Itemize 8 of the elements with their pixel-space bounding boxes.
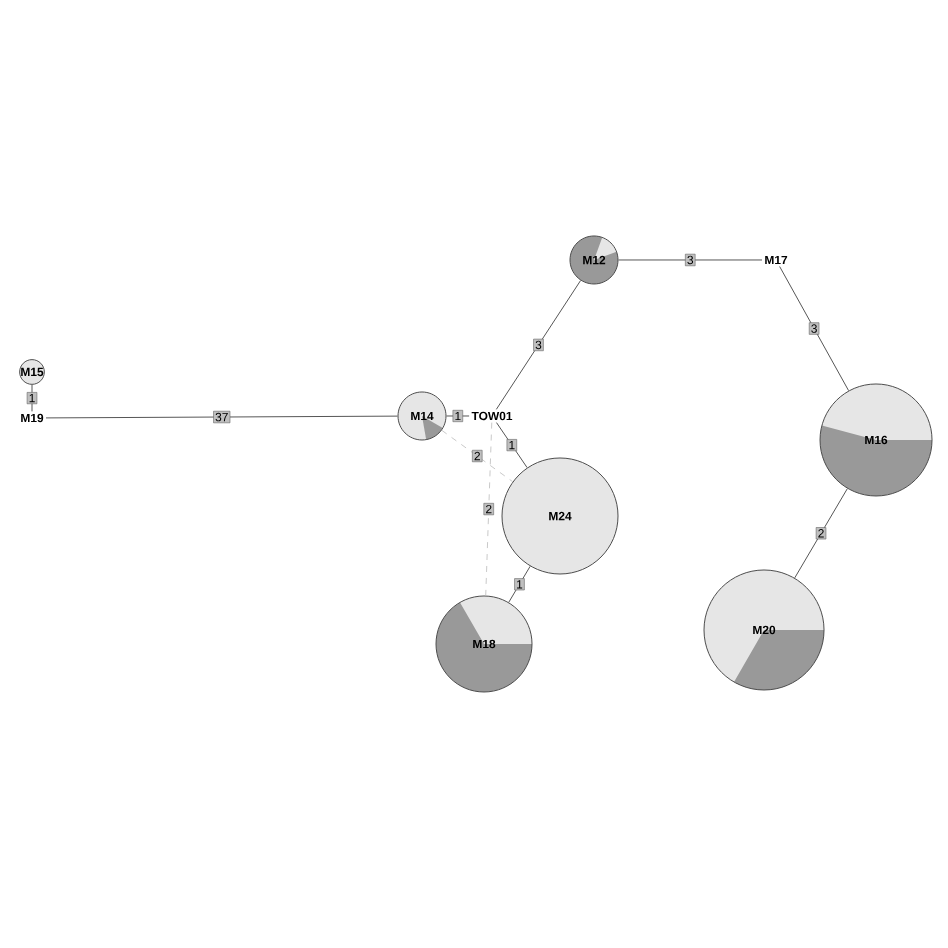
network-link <box>794 488 848 579</box>
network-link <box>441 429 514 483</box>
network-link <box>485 422 493 596</box>
network-link <box>618 259 763 261</box>
network-link <box>779 266 850 392</box>
network-link <box>508 565 531 603</box>
network-link <box>495 280 582 410</box>
network-link <box>45 415 398 419</box>
